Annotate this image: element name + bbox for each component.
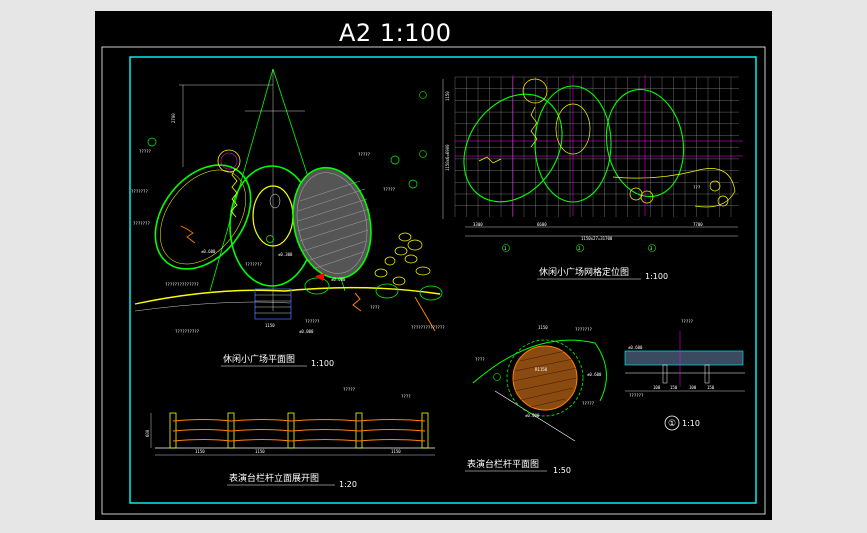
outer-frame [101, 46, 766, 515]
svg-text:???: ??? [693, 185, 701, 190]
svg-text:1150x27=31700: 1150x27=31700 [581, 236, 613, 241]
svg-text:150: 150 [707, 385, 715, 390]
svg-text:1: 1 [504, 246, 507, 251]
inner-frame [129, 56, 757, 504]
railing-elevation-title: 表演台栏杆立面展开图 [229, 472, 319, 484]
svg-text:±0.600: ±0.600 [628, 345, 643, 350]
svg-text:6600: 6600 [537, 222, 547, 227]
svg-text:±0.300: ±0.300 [278, 252, 293, 257]
svg-text:3300: 3300 [473, 222, 483, 227]
plaza-plan: ???????????? ????????????????????? ?????… [131, 68, 445, 368]
svg-text:7700: 7700 [693, 222, 703, 227]
svg-text:3: 3 [650, 246, 653, 251]
svg-text:2: 2 [578, 246, 581, 251]
svg-text:1150: 1150 [255, 449, 265, 454]
detail-scale: 1:10 [682, 419, 700, 428]
svg-text:?????: ????? [582, 401, 595, 406]
svg-text:±0.600: ±0.600 [201, 249, 216, 254]
svg-text:1150: 1150 [195, 449, 205, 454]
svg-text:±0.000: ±0.000 [525, 413, 540, 418]
svg-text:150: 150 [670, 385, 678, 390]
detail-title: ① [668, 419, 676, 429]
svg-text:600: 600 [145, 429, 150, 437]
svg-text:1150x6=6900: 1150x6=6900 [445, 144, 450, 171]
svg-text:100: 100 [653, 385, 661, 390]
svg-text:100: 100 [689, 385, 697, 390]
svg-text:??????????: ?????????? [175, 329, 200, 334]
svg-text:R1150: R1150 [535, 367, 548, 372]
svg-text:?????: ????? [358, 152, 371, 157]
cad-canvas: ???????????? ????????????????????? ?????… [101, 46, 766, 515]
svg-text:1150: 1150 [538, 325, 548, 330]
plaza-plan-scale: 1:100 [311, 359, 334, 368]
svg-text:??????: ?????? [629, 393, 644, 398]
svg-text:1150: 1150 [265, 323, 275, 328]
railing-plan-scale: 1:50 [553, 466, 571, 475]
plaza-plan-title: 休闲小广场平面图 [223, 353, 295, 365]
svg-text:???????: ??????? [133, 221, 150, 226]
svg-text:????: ???? [370, 305, 380, 310]
svg-text:?????: ????? [343, 387, 356, 392]
svg-text:1150: 1150 [445, 91, 450, 101]
svg-text:???????: ??????? [245, 262, 262, 267]
svg-text:?????: ????? [383, 187, 396, 192]
svg-text:???????: ??????? [131, 189, 148, 194]
svg-text:?????: ????? [681, 319, 694, 324]
sheet-title: A2 1:100 [339, 19, 452, 47]
railing-plan: 1150 R1150 ±0.000 ±0.600 ????? ???? ????… [465, 325, 607, 475]
grid-plan-scale: 1:100 [645, 272, 668, 281]
drawing-sheet: A2 1:100 [95, 11, 772, 520]
detail-section: 100 150 100 150 ±0.600 ????? ?????? ① 1:… [624, 319, 745, 431]
railing-elevation-scale: 1:20 [339, 480, 357, 489]
svg-text:????: ???? [401, 394, 411, 399]
railing-elevation: 600 1150 1150 1150 ???? ????? 表演台栏杆立面展开图… [145, 387, 435, 489]
railing-plan-title: 表演台栏杆平面图 [467, 458, 539, 470]
svg-text:1150: 1150 [391, 449, 401, 454]
grid-plan: 1 2 3 3300 6600 7700 1150x27=31700 1150 … [419, 75, 743, 281]
svg-text:±0.000: ±0.000 [331, 277, 346, 282]
svg-text:?????: ????? [139, 149, 152, 154]
svg-text:????: ???? [475, 357, 485, 362]
grid-plan-title: 休闲小广场网格定位图 [539, 266, 629, 278]
svg-text:2700: 2700 [171, 113, 176, 123]
svg-text:??????: ?????? [305, 319, 320, 324]
svg-text:±0.000: ±0.000 [299, 329, 314, 334]
svg-text:??????????????: ?????????????? [165, 282, 199, 287]
svg-text:??????????????: ?????????????? [411, 325, 445, 330]
svg-text:±0.600: ±0.600 [587, 372, 602, 377]
svg-text:???????: ??????? [575, 327, 592, 332]
